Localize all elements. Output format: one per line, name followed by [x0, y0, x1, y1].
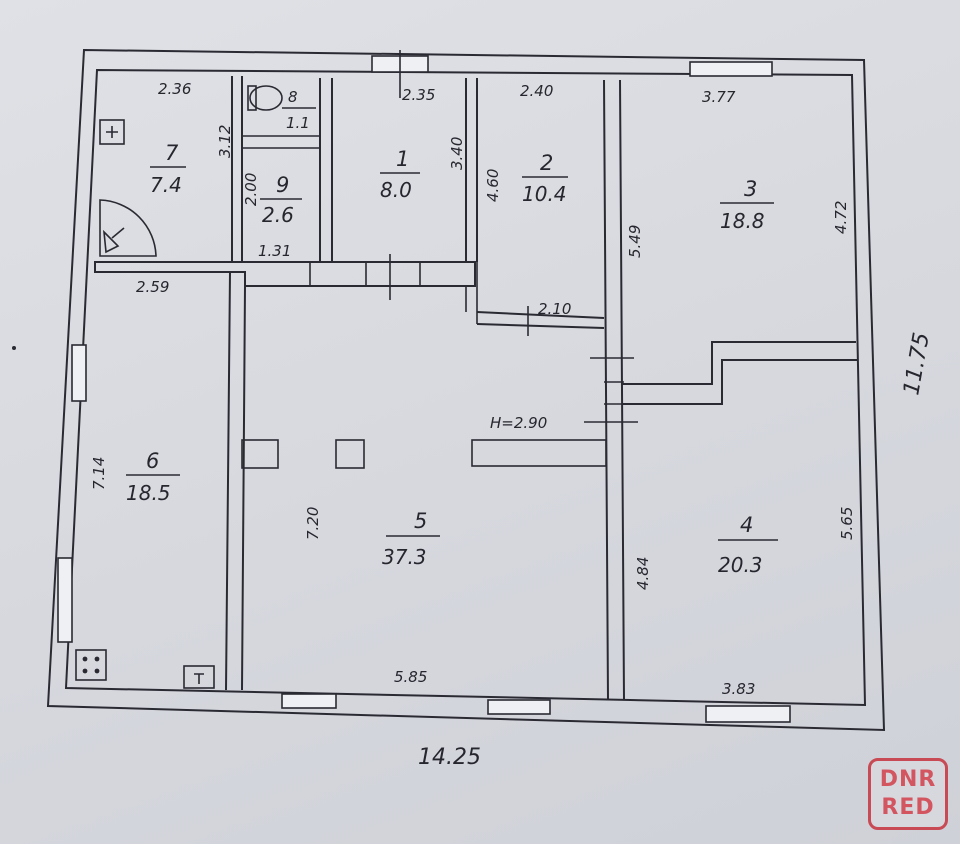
- dim-5-49: 5.49: [626, 225, 644, 258]
- room-9-label: 9 2.6: [260, 173, 302, 227]
- dim-3-12: 3.12: [216, 125, 234, 158]
- stove-arc: [99, 199, 157, 257]
- wall-2-bottom: [476, 311, 605, 329]
- room-6-number: 6: [146, 449, 159, 473]
- room-7-number: 7: [165, 141, 179, 165]
- room-8-area: 1.1: [286, 114, 310, 132]
- door-tick-corridor: [309, 254, 421, 300]
- dim-7-14: 7.14: [90, 457, 108, 490]
- boiler-symbol: [99, 119, 125, 145]
- window-left-upper: [71, 344, 87, 402]
- column-stub-left: [241, 439, 279, 469]
- room-4-label: 4 20.3: [718, 513, 778, 577]
- room-1-area: 8.0: [380, 178, 412, 202]
- dim-2-10: 2.10: [538, 300, 571, 318]
- dim-3-83: 3.83: [722, 680, 755, 698]
- burner-dot-2: [94, 656, 100, 662]
- burner-dot-3: [82, 668, 88, 674]
- window-bottom-mid: [487, 699, 551, 715]
- cooktop-icon: [75, 649, 107, 681]
- room-3-number: 3: [744, 177, 757, 201]
- wall-1-2: [465, 78, 478, 262]
- pen-dot: [12, 346, 16, 350]
- dim-2-36: 2.36: [158, 80, 191, 98]
- room-7-label: 7 7.4: [150, 141, 186, 197]
- wall-6-5: [225, 271, 246, 691]
- room-2-area: 10.4: [522, 182, 567, 206]
- wall-9-1: [319, 78, 333, 262]
- room-4-area: 20.3: [718, 553, 763, 577]
- toilet-tank-icon: [247, 85, 257, 111]
- wall-7-9: [231, 76, 243, 262]
- dim-4-72: 4.72: [832, 201, 850, 234]
- gas-meter-icon: [102, 227, 125, 254]
- watermark-line-2: RED: [881, 795, 935, 820]
- boiler-plus-icon: [106, 126, 118, 138]
- dim-3-40: 3.40: [448, 137, 466, 170]
- dim-2-40: 2.40: [520, 82, 553, 100]
- radiator-t-icon: [194, 673, 204, 684]
- wall-3-4: [622, 341, 858, 405]
- room-3-area: 18.8: [720, 209, 765, 233]
- room-5-area: 37.3: [382, 545, 427, 569]
- wall-row-top-bottom: [94, 261, 476, 287]
- dim-4-60: 4.60: [484, 169, 502, 202]
- room-8-number: 8: [288, 88, 298, 106]
- dim-3-77: 3.77: [702, 88, 736, 106]
- window-top-right: [689, 61, 773, 77]
- room-9-area: 2.6: [262, 203, 294, 227]
- dim-2-35: 2.35: [402, 86, 435, 104]
- watermark-logo: DNR RED: [868, 758, 948, 830]
- room-6-area: 18.5: [126, 481, 171, 505]
- column-stub-right: [471, 439, 607, 467]
- room-1-number: 1: [396, 147, 409, 171]
- dim-7-20: 7.20: [304, 507, 322, 540]
- room-3-label: 3 18.8: [720, 177, 774, 233]
- toilet-icon: [249, 85, 283, 111]
- room-2-number: 2: [540, 151, 553, 175]
- dim-2-59: 2.59: [136, 278, 169, 296]
- dim-2-00: 2.00: [242, 173, 260, 206]
- wall-2-3: [603, 79, 625, 701]
- watermark-line-1: DNR: [879, 767, 937, 792]
- inner-wall-outline: [64, 68, 867, 707]
- room-4-number: 4: [740, 513, 753, 537]
- room-9-number: 9: [276, 173, 289, 197]
- ceiling-height-note: H=2.90: [490, 414, 547, 432]
- window-bottom-left: [281, 693, 337, 709]
- room-6-label: 6 18.5: [126, 449, 180, 505]
- wall-8-9: [242, 135, 320, 149]
- room-2-label: 2 10.4: [522, 151, 568, 206]
- window-left-lower: [57, 557, 73, 643]
- dim-5-65: 5.65: [838, 507, 856, 540]
- room-8-label: 8 1.1: [282, 88, 316, 132]
- room-7-area: 7.4: [150, 173, 182, 197]
- column-stub-center: [335, 439, 365, 469]
- burner-dot-4: [94, 668, 100, 674]
- door-marks-4: [584, 357, 638, 423]
- window-bottom-right: [705, 705, 791, 723]
- wall-2-side: [465, 262, 478, 324]
- room-1-label: 1 8.0: [380, 147, 420, 202]
- radiator-icon: [183, 665, 215, 689]
- room-5-label: 5 37.3: [382, 509, 440, 569]
- dim-4-84: 4.84: [634, 557, 652, 590]
- total-width-dimension: 14.25: [418, 745, 481, 770]
- room-5-number: 5: [414, 509, 427, 533]
- dim-1-31: 1.31: [258, 242, 291, 260]
- total-height-dimension: 11.75: [899, 331, 935, 397]
- dim-5-85: 5.85: [394, 668, 427, 686]
- outer-wall-outline: [46, 48, 886, 732]
- burner-dot-1: [82, 656, 88, 662]
